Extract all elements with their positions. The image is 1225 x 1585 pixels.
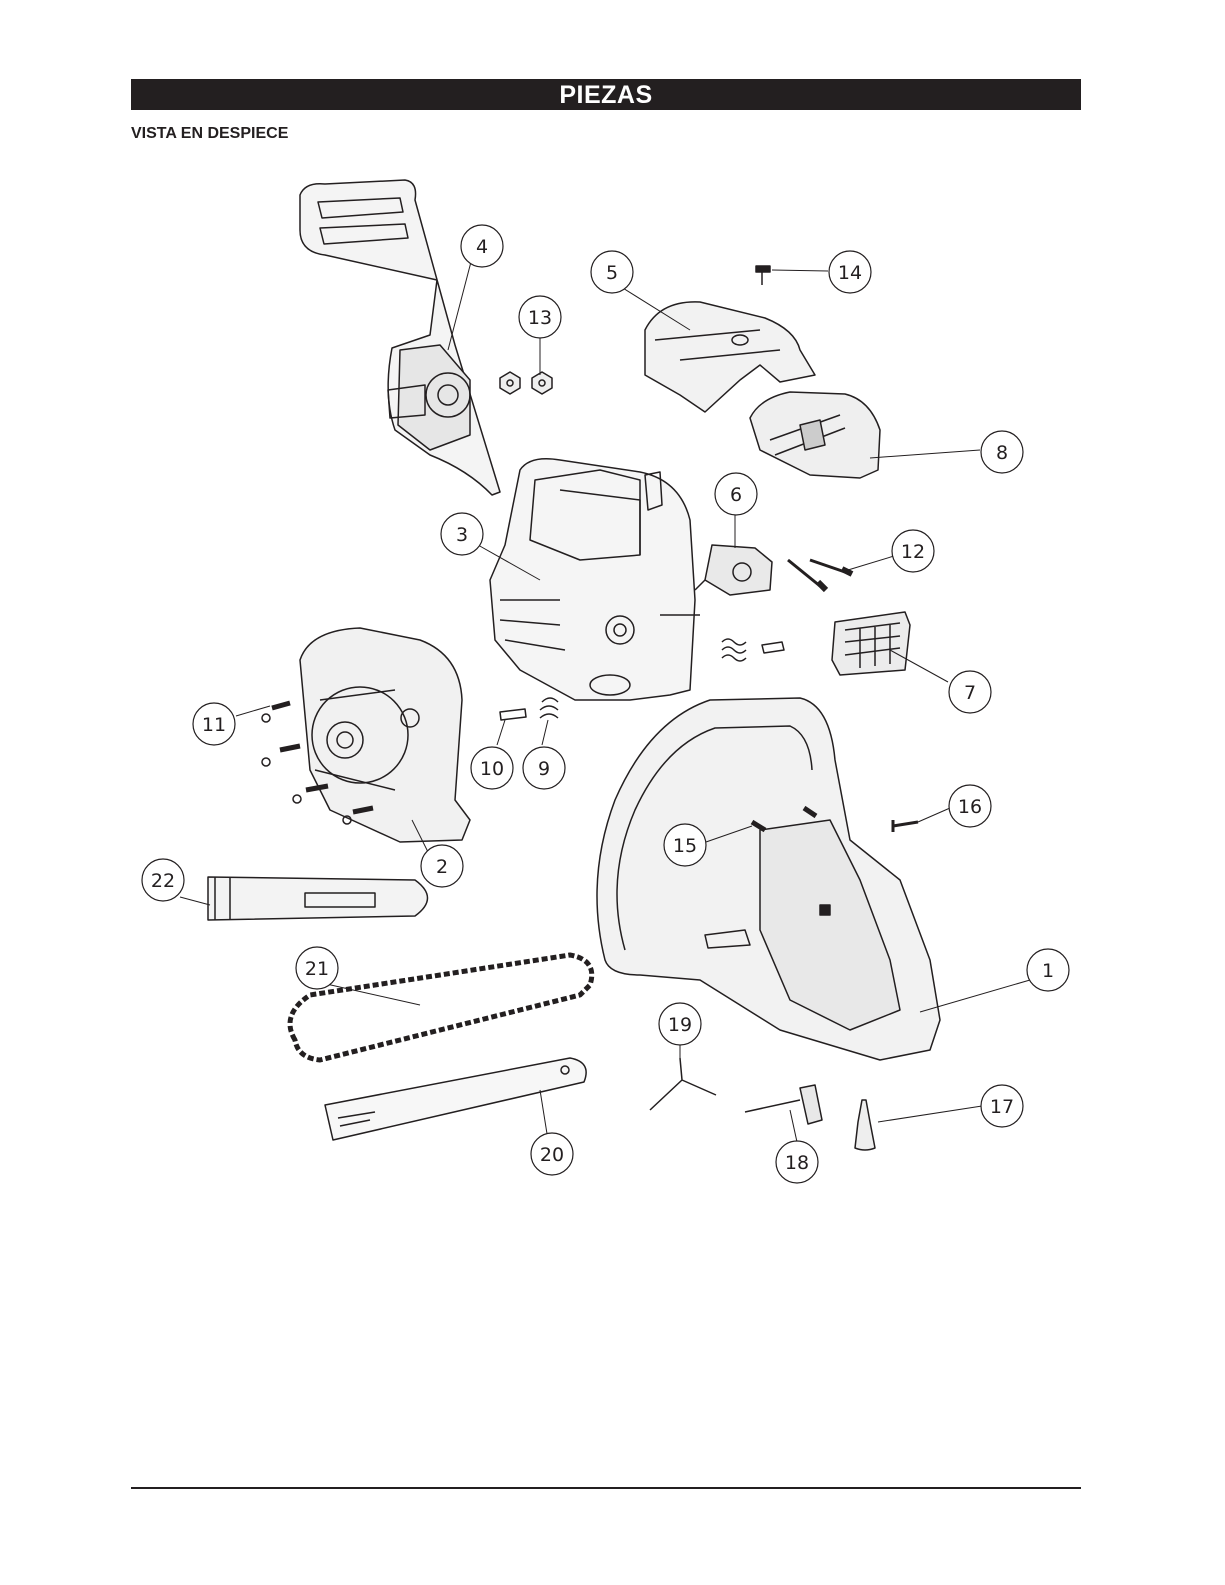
callout-14: 14 — [829, 251, 871, 293]
callout-20: 20 — [531, 1133, 573, 1175]
part-chain-brake-cover — [300, 180, 500, 495]
svg-text:22: 22 — [151, 870, 175, 892]
callout-7: 7 — [949, 671, 991, 713]
footer-rule — [131, 1487, 1081, 1489]
callout-10: 10 — [471, 747, 513, 789]
svg-text:13: 13 — [528, 307, 552, 329]
part-cylinder-cover — [750, 392, 880, 478]
callout-22: 22 — [142, 859, 184, 901]
callout-18: 18 — [776, 1141, 818, 1183]
part-cover-screw — [756, 266, 770, 285]
part-handle-frame — [597, 698, 940, 1060]
part-starter-housing — [300, 628, 470, 842]
svg-text:1: 1 — [1042, 960, 1054, 982]
part-starter-spring — [540, 698, 558, 718]
svg-text:4: 4 — [476, 236, 488, 258]
part-guide-bar — [325, 1058, 586, 1140]
svg-text:2: 2 — [436, 856, 448, 878]
callout-13: 13 — [519, 296, 561, 338]
svg-text:6: 6 — [730, 484, 742, 506]
svg-text:17: 17 — [990, 1096, 1014, 1118]
part-t-tool — [650, 1058, 716, 1110]
svg-text:7: 7 — [964, 682, 976, 704]
callout-2: 2 — [421, 845, 463, 887]
callout-16: 16 — [949, 785, 991, 827]
part-bar-wrench — [745, 1085, 822, 1124]
callout-6: 6 — [715, 473, 757, 515]
svg-text:9: 9 — [538, 758, 550, 780]
part-oil-bottle — [855, 1100, 875, 1150]
callout-9: 9 — [523, 747, 565, 789]
callout-5: 5 — [591, 251, 633, 293]
svg-text:8: 8 — [996, 442, 1008, 464]
part-long-bolts — [788, 560, 852, 590]
callout-12: 12 — [892, 530, 934, 572]
part-engine — [490, 459, 700, 700]
callout-1: 1 — [1027, 949, 1069, 991]
svg-text:21: 21 — [305, 958, 329, 980]
svg-text:15: 15 — [673, 835, 697, 857]
svg-text:11: 11 — [202, 714, 226, 736]
part-spring-pin — [722, 639, 784, 661]
part-nuts — [500, 372, 552, 394]
part-starter-pin — [500, 709, 526, 720]
callout-3: 3 — [441, 513, 483, 555]
svg-text:14: 14 — [838, 262, 862, 284]
callout-19: 19 — [659, 1003, 701, 1045]
svg-text:3: 3 — [456, 524, 468, 546]
svg-text:5: 5 — [606, 262, 618, 284]
callout-4: 4 — [461, 225, 503, 267]
part-air-filter — [832, 612, 910, 675]
callout-15: 15 — [664, 824, 706, 866]
svg-text:12: 12 — [901, 541, 925, 563]
callout-17: 17 — [981, 1085, 1023, 1127]
svg-text:20: 20 — [540, 1144, 564, 1166]
svg-text:18: 18 — [785, 1152, 809, 1174]
callout-21: 21 — [296, 947, 338, 989]
svg-text:19: 19 — [668, 1014, 692, 1036]
svg-text:16: 16 — [958, 796, 982, 818]
svg-text:10: 10 — [480, 758, 504, 780]
callout-11: 11 — [193, 703, 235, 745]
part-bar-cover — [208, 877, 428, 920]
callout-8: 8 — [981, 431, 1023, 473]
part-carburetor — [695, 545, 772, 595]
